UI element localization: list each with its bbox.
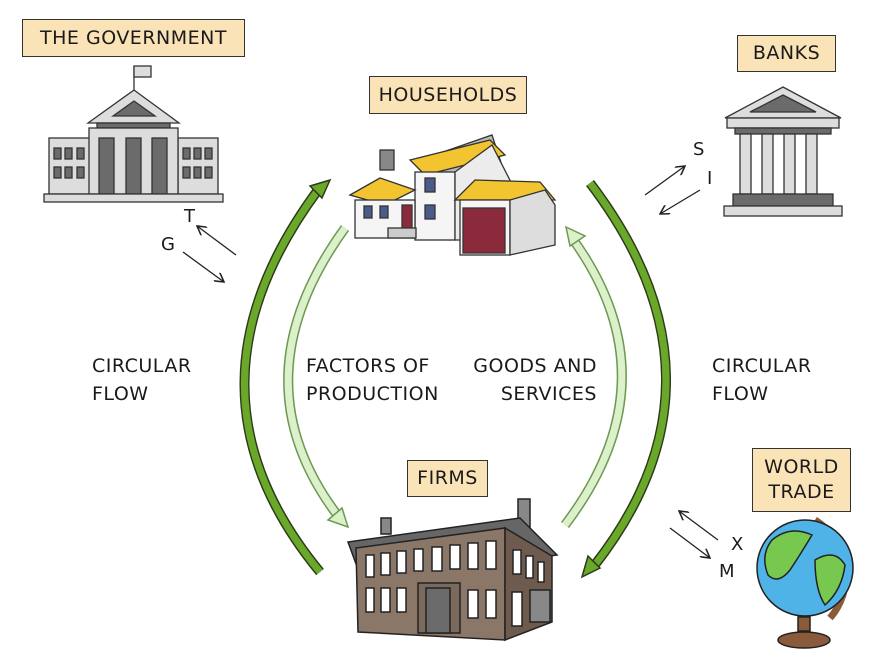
bank-building-icon — [723, 86, 843, 217]
goods-and-services-text: GOODS AND SERVICES — [473, 352, 597, 408]
government-building-icon — [43, 65, 224, 203]
firms-label: FIRMS — [407, 460, 488, 497]
left-circular-flow-arrow — [239, 178, 332, 576]
text-line: PRODUCTION — [306, 383, 439, 405]
text-line: FACTORS OF — [306, 355, 430, 377]
left-circular-flow-text: CIRCULAR FLOW — [92, 352, 192, 408]
text-line: CIRCULAR — [92, 355, 192, 377]
world-trade-line2: TRADE — [768, 481, 835, 503]
exports-symbol: X — [731, 534, 744, 555]
investment-symbol: I — [707, 168, 713, 189]
factors-of-production-arrow — [283, 225, 350, 529]
right-circular-flow-text: CIRCULAR FLOW — [712, 352, 812, 408]
leakage-injection-arrows — [182, 166, 719, 558]
world-trade-label: WORLD TRADE — [752, 448, 851, 512]
government-label: THE GOVERNMENT — [22, 19, 245, 57]
world-globe-icon — [756, 517, 854, 649]
factors-of-production-text: FACTORS OF PRODUCTION — [306, 352, 439, 408]
banks-label: BANKS — [737, 35, 836, 72]
savings-symbol: S — [693, 139, 705, 160]
text-line: FLOW — [712, 383, 769, 405]
world-trade-line1: WORLD — [764, 456, 839, 479]
household-house-icon — [348, 134, 557, 256]
right-circular-flow-arrow — [580, 179, 671, 579]
text-line: GOODS AND — [473, 355, 597, 377]
text-line: CIRCULAR — [712, 355, 812, 377]
government-spending-symbol: G — [161, 234, 175, 255]
goods-and-services-arrow — [561, 225, 627, 529]
taxes-symbol: T — [184, 206, 195, 227]
households-label: HOUSEHOLDS — [369, 76, 527, 114]
text-line: FLOW — [92, 383, 149, 405]
text-line: SERVICES — [500, 383, 597, 405]
imports-symbol: M — [719, 561, 735, 582]
firm-factory-icon — [346, 498, 559, 642]
